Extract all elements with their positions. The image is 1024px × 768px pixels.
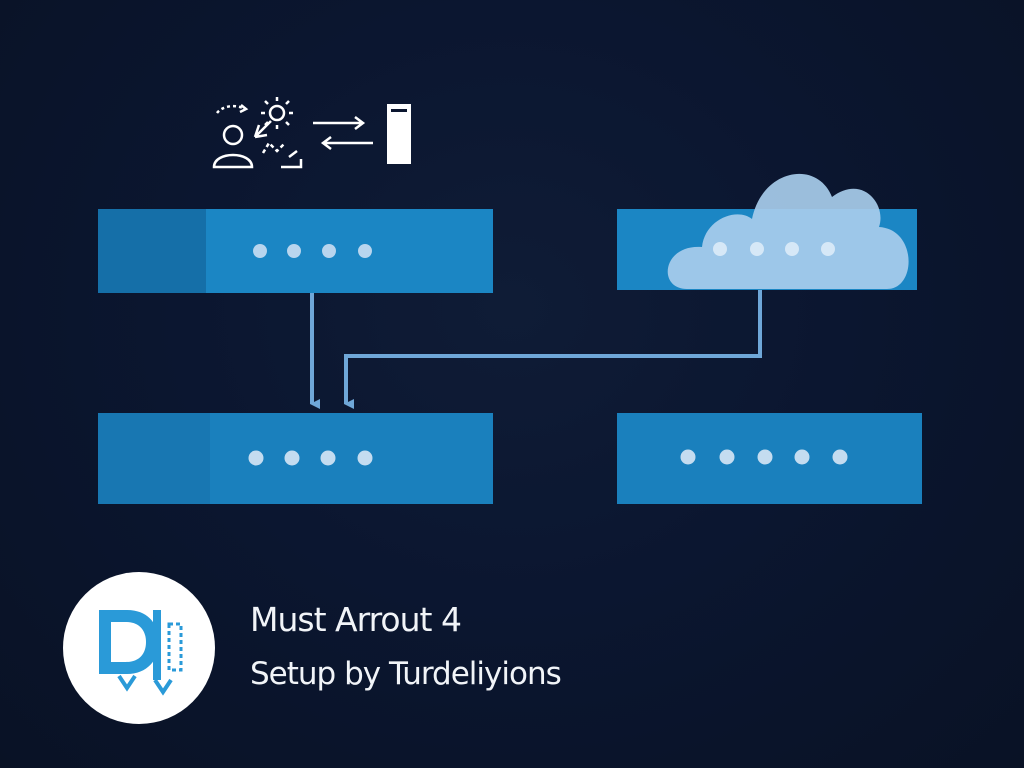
brand-logo-icon bbox=[99, 610, 183, 696]
exchange-arrows-icon bbox=[313, 116, 373, 150]
node-box-top-left bbox=[98, 209, 493, 293]
cloud-icon bbox=[667, 173, 909, 289]
node-box-bottom-right bbox=[617, 413, 922, 504]
user-icon bbox=[212, 104, 254, 169]
status-dots bbox=[713, 242, 835, 256]
status-dots bbox=[248, 450, 373, 466]
integration-icon-group bbox=[212, 97, 411, 169]
caption-subtitle: Setup by Turdeliyions bbox=[250, 656, 562, 692]
gear-icon bbox=[253, 97, 303, 169]
brand-logo bbox=[63, 572, 215, 724]
connector-cloud-to-bottom-left bbox=[344, 290, 762, 409]
status-dots bbox=[680, 449, 848, 465]
node-box-top-right bbox=[617, 173, 917, 290]
server-icon bbox=[387, 104, 411, 164]
node-box-bottom-left bbox=[98, 413, 493, 504]
caption-title: Must Arrout 4 bbox=[250, 600, 462, 639]
status-dots bbox=[253, 244, 372, 258]
